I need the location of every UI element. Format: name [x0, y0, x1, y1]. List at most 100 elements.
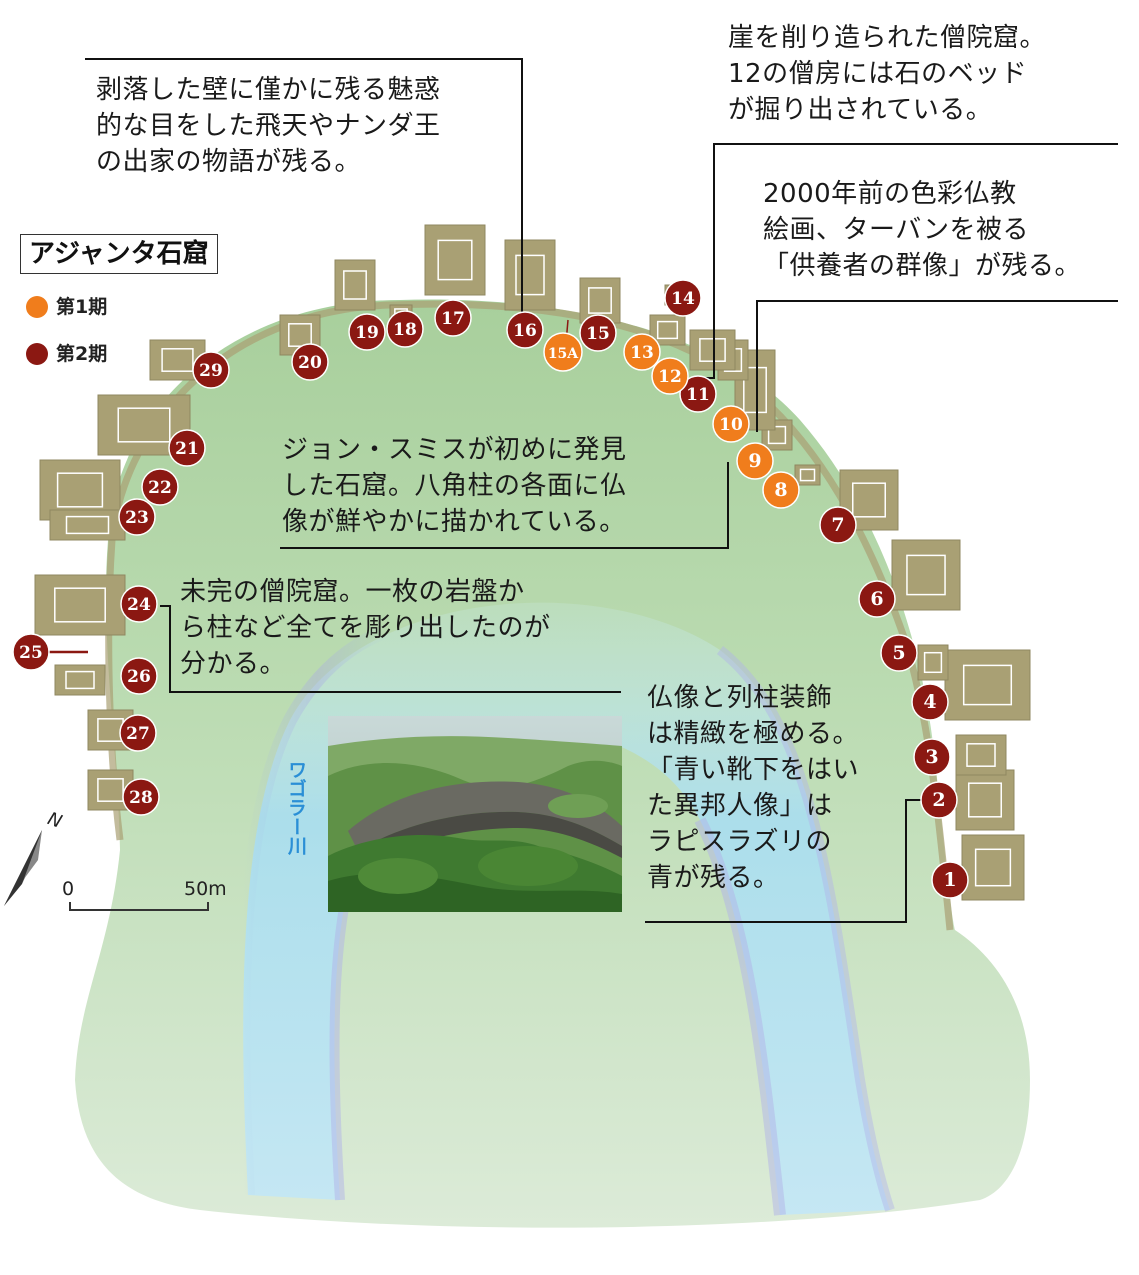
- cave-plan-26: [54, 664, 106, 696]
- cave-plan-2: [955, 769, 1015, 831]
- cave-marker-20: [291, 343, 329, 381]
- cave-plan-1: [961, 834, 1025, 901]
- scale-end: 50m: [184, 878, 227, 900]
- cave-plan-hall-9: [767, 425, 787, 445]
- cave-marker-10: [712, 405, 750, 443]
- cave-plan-hall-6: [906, 554, 946, 596]
- cave-plan-hall-16: [515, 254, 545, 296]
- cave-marker-6: [858, 580, 896, 618]
- cave-number-5: 5: [892, 642, 905, 664]
- cave-number-23: 23: [125, 508, 149, 528]
- cave-marker-17: [434, 299, 472, 337]
- cave-marker-18: [386, 310, 424, 348]
- cave-marker-8: [762, 471, 800, 509]
- scale-bar: [69, 902, 209, 911]
- cave-marker-4: [911, 683, 949, 721]
- cave-number-12: 12: [658, 367, 682, 387]
- cave-number-4: 4: [923, 691, 936, 713]
- cave-number-18: 18: [393, 320, 417, 340]
- cave-plan-12: [689, 329, 736, 371]
- legend-phase2-label: 第2期: [56, 343, 108, 365]
- cave-plan-hall-5: [923, 651, 943, 674]
- cave-marker-21: [168, 429, 206, 467]
- cave-plan-hall-19: [343, 270, 367, 300]
- cave-number-20: 20: [298, 353, 322, 373]
- cave-plan-hall-21: [117, 407, 171, 443]
- scale-zero: 0: [62, 878, 75, 900]
- cave-number-25: 25: [19, 643, 43, 663]
- cave-plan-hall-24: [54, 587, 106, 623]
- cave-plan-hall-8: [799, 468, 816, 482]
- cave-plan-6: [891, 539, 961, 611]
- cave-number-9: 9: [748, 450, 761, 472]
- legend-phase2-dot: [26, 343, 48, 365]
- cave-marker-22: [141, 468, 179, 506]
- cave-plan-hall-2: [968, 782, 1002, 818]
- river-label: ワゴラー川: [285, 760, 307, 855]
- cave-marker-9: [736, 442, 774, 480]
- cave-marker-15A: [543, 332, 583, 372]
- cave-marker-16: [506, 311, 544, 349]
- cave-number-2: 2: [932, 789, 945, 811]
- cave-plan-8: [794, 464, 821, 486]
- legend-phase1-label: 第1期: [56, 296, 108, 318]
- annotation-cave16: 剥落した壁に僅かに残る魅惑 的な目をした飛天やナンダ王 の出家の物語が残る。: [96, 75, 441, 177]
- cave-number-6: 6: [870, 588, 883, 610]
- cave-number-26: 26: [127, 667, 151, 687]
- cave-plan-23: [49, 509, 126, 541]
- cave-marker-27: [119, 714, 157, 752]
- cave-number-1: 1: [943, 869, 956, 891]
- cave-plan-19: [334, 259, 376, 311]
- cave-plan-4: [944, 649, 1031, 721]
- cave-plan-hall-4: [962, 664, 1013, 706]
- cave-plan-hall-3: [966, 743, 996, 767]
- cave-markers: 12345678910111213141515A1617181920212223…: [12, 279, 969, 899]
- cave-number-27: 27: [126, 724, 150, 744]
- annotation-cave10: ジョン・スミスが初めに発見 した石窟。八角柱の各面に仏 像が鮮やかに描かれている…: [282, 435, 627, 537]
- cave-plan-hall-29: [161, 348, 194, 372]
- cave-number-15: 15: [586, 324, 610, 344]
- cave-plan-hall-7: [852, 482, 886, 518]
- cave-number-7: 7: [831, 514, 844, 536]
- cave-number-28: 28: [129, 788, 153, 808]
- cave-number-8: 8: [774, 479, 787, 501]
- cave-number-3: 3: [925, 746, 938, 768]
- legend-phase1-dot: [26, 296, 48, 318]
- cave-plan-hall-12: [699, 338, 726, 362]
- legend-phase2: 第2期: [26, 341, 107, 367]
- gorge-photo: [328, 716, 622, 912]
- cave-number-13: 13: [630, 343, 654, 363]
- cave-number-10: 10: [719, 415, 743, 435]
- cave-marker-14: [664, 279, 702, 317]
- cave-number-15A: 15A: [548, 346, 579, 362]
- cave-number-29: 29: [199, 361, 223, 381]
- cave-marker-26: [120, 657, 158, 695]
- cave-marker-23: [118, 498, 156, 536]
- cave-marker-12: [651, 357, 689, 395]
- cave-plan-24: [34, 574, 126, 636]
- cave-plan-hall-13: [656, 320, 679, 340]
- cave-plan-5: [917, 644, 949, 681]
- cave-number-16: 16: [513, 321, 537, 341]
- cave-plan-3: [955, 734, 1007, 776]
- cave-number-22: 22: [148, 478, 172, 498]
- cave-plan-hall-15: [588, 287, 612, 314]
- cave-marker-13: [623, 333, 661, 371]
- cave-plan-17: [424, 224, 486, 296]
- cave-marker-25: [12, 633, 50, 671]
- cave-plan-hall-17: [437, 239, 473, 281]
- north-arrow-icon: [4, 830, 42, 906]
- cave-marker-1: [931, 861, 969, 899]
- cave-number-24: 24: [127, 595, 151, 615]
- cave-marker-2: [920, 781, 958, 819]
- annotation-cave9: 2000年前の色彩仏教 絵画、ターバンを被る 「供養者の群像」が残る。: [763, 179, 1082, 281]
- cave-marker-3: [913, 738, 951, 776]
- cave-marker-29: [192, 351, 230, 389]
- cave-marker-24: [120, 585, 158, 623]
- cave-plan-hall-10: [743, 366, 767, 414]
- cave-plan-hall-26: [65, 670, 95, 690]
- cave-marker-11: [679, 375, 717, 413]
- cave-marker-15: [579, 314, 617, 352]
- cave-marker-5: [880, 634, 918, 672]
- cave-plan-16: [504, 239, 556, 311]
